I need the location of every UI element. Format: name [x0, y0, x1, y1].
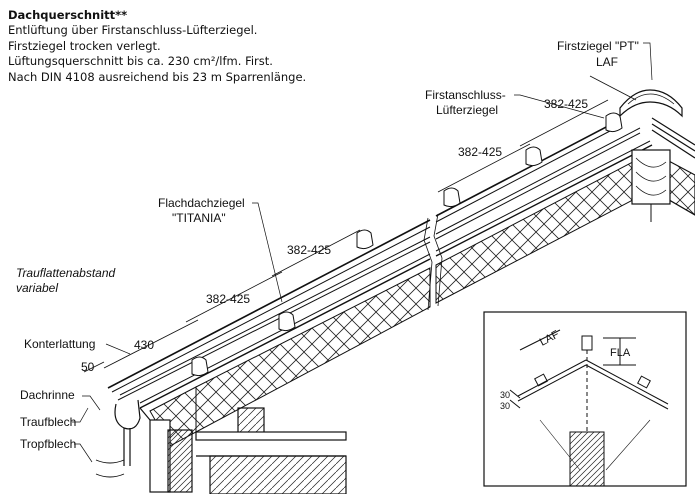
- label-dachrinne: Dachrinne: [20, 388, 75, 402]
- dimension-texts: 382-425 382-425 382-425 382-425 430 50: [81, 97, 588, 374]
- dim-382-425-top: 382-425: [544, 97, 588, 111]
- dim-382-425-upper: 382-425: [458, 145, 502, 159]
- ridge: [619, 89, 695, 222]
- inset-fla: FLA: [610, 347, 631, 359]
- roof-labels: Firstziegel "PT" LAF Firstanschluss- Lüf…: [16, 39, 639, 451]
- label-firstziegel: Firstziegel "PT": [557, 39, 639, 53]
- inset-30-upper: 30: [500, 390, 510, 400]
- label-trauflatten-2: variabel: [16, 281, 58, 295]
- description-line: Firstziegel trocken verlegt.: [8, 38, 161, 53]
- label-tropfblech: Tropfblech: [20, 437, 76, 451]
- dim-382-425-lower: 382-425: [206, 292, 250, 306]
- label-firstanschluss-1: Firstanschluss-: [425, 88, 506, 102]
- label-traufblech: Traufblech: [20, 415, 76, 429]
- description-line: Entlüftung über Firstanschluss-Lüfterzie…: [8, 23, 258, 37]
- inset-detail: LAF FLA 30 30: [483, 311, 687, 487]
- dim-382-425-middle: 382-425: [287, 243, 331, 257]
- description-block: Dachquerschnitt** Entlüftung über Firsta…: [8, 8, 368, 85]
- leader-lines: [72, 42, 653, 463]
- label-flachdach-2: "TITANIA": [172, 211, 226, 225]
- tile-clips: [191, 112, 623, 377]
- dim-430: 430: [134, 338, 154, 352]
- inset-30-lower: 30: [500, 401, 510, 411]
- description-line: Lüftungsquerschnitt bis ca. 230 cm²/lfm.…: [8, 54, 273, 68]
- dimension-lines: [83, 75, 637, 373]
- label-laf: LAF: [596, 55, 618, 69]
- eaves-detail: [95, 399, 347, 494]
- label-trauflatten-1: Trauflattenabstand: [16, 266, 116, 280]
- section-title: Dachquerschnitt**: [8, 8, 128, 22]
- roof-slope: [107, 124, 653, 447]
- label-konterlattung: Konterlattung: [24, 337, 95, 351]
- label-flachdach-1: Flachdachziegel: [158, 196, 245, 210]
- label-firstanschluss-2: Lüfterziegel: [436, 103, 498, 117]
- description-line: Nach DIN 4108 ausreichend bis 23 m Sparr…: [8, 69, 307, 84]
- dim-50: 50: [81, 360, 95, 374]
